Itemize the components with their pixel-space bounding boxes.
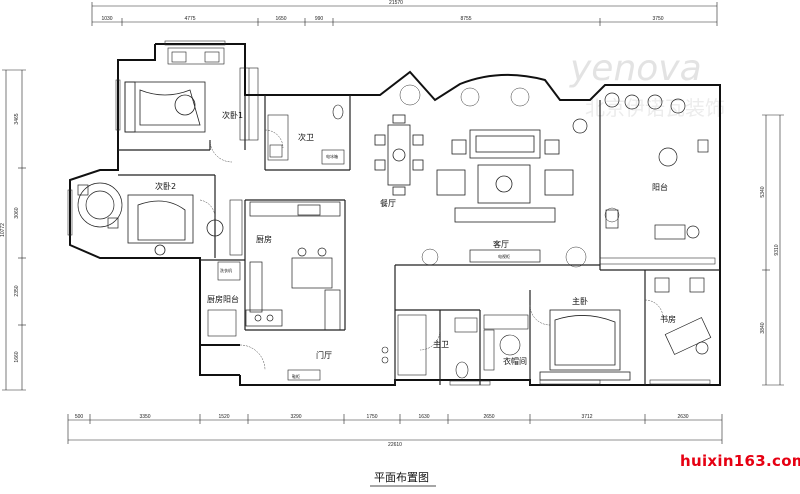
room-label-bedroom-2: 次卧2 (155, 181, 176, 191)
tv-cabinet (469, 249, 541, 263)
label-tv-cabinet: 电视柜 (498, 253, 510, 259)
wardrobe-bedroom-1 (239, 67, 259, 141)
plants (399, 84, 620, 268)
dim-top-3: 1650 (275, 16, 286, 22)
kitchen-counter (245, 201, 341, 331)
watermark: yenova 北京伊诺瓦装饰 (569, 48, 725, 120)
dim-right-1: 5340 (760, 186, 766, 197)
balcony-furniture (572, 92, 709, 240)
dim-left-3: 2350 (14, 285, 20, 296)
top-dimensions (91, 2, 718, 26)
dining-table (374, 114, 424, 196)
doors (199, 129, 664, 371)
dim-bottom-4: 3290 (290, 414, 301, 420)
room-label-balcony: 阳台 (652, 182, 668, 192)
dim-top-2: 4775 (184, 16, 195, 22)
room-label-kitchen-balcony: 厨房阳台 (207, 294, 239, 304)
watermark-brand: yenova (569, 48, 702, 89)
fixtures-master-bath (381, 314, 478, 379)
dim-bottom-2: 3350 (139, 414, 150, 420)
dim-top-6: 3750 (652, 16, 663, 22)
room-label-kitchen: 厨房 (256, 234, 272, 244)
fixtures-bath-2 (267, 104, 345, 165)
sofa-set (436, 129, 574, 223)
shoe-cabinet (287, 369, 321, 381)
dim-bottom-9: 2630 (677, 414, 688, 420)
room-label-study: 书房 (660, 314, 676, 324)
dim-top-total: 21570 (389, 0, 403, 6)
dim-bottom-1: 500 (75, 414, 84, 420)
right-dimensions (762, 114, 784, 386)
site-watermark: huixin163.com (680, 452, 800, 470)
wardrobe-bedroom-2 (229, 199, 243, 256)
label-cabinet: 电冰箱 (326, 153, 338, 159)
bed-bedroom-1 (124, 81, 206, 133)
room-label-foyer: 门厅 (316, 350, 332, 360)
dim-left-total: 10772 (0, 223, 6, 237)
room-label-bath-2: 次卫 (298, 132, 314, 142)
dim-left-1: 3465 (14, 113, 20, 124)
bed-bedroom-2 (127, 194, 224, 256)
interior-walls (118, 95, 720, 385)
room-label-dining: 餐厅 (380, 199, 396, 208)
bed-master (539, 309, 631, 381)
room-label-master: 主卧 (572, 296, 588, 306)
closet-fixtures (483, 314, 529, 371)
dim-top-1: 1030 (101, 16, 112, 22)
dim-top-4: 990 (315, 16, 324, 22)
bottom-dimensions (67, 414, 723, 444)
room-label-closet: 衣帽间 (503, 356, 527, 366)
dim-bottom-3: 1520 (218, 414, 229, 420)
watermark-cn: 北京伊诺瓦装饰 (585, 96, 725, 120)
desk-bedroom-1 (167, 47, 225, 65)
exterior-walls (69, 43, 721, 386)
label-washer: 洗衣机 (220, 267, 232, 273)
room-label-bedroom-1: 次卧1 (222, 110, 243, 120)
room-label-master-bath: 主卫 (433, 339, 449, 349)
dim-bottom-8: 3712 (581, 414, 592, 420)
kitchen-balcony-appliances (207, 261, 241, 337)
dim-right-2: 3840 (760, 322, 766, 333)
dim-left-4: 1660 (14, 351, 20, 362)
dim-bottom-total: 22610 (388, 442, 402, 448)
dim-top-5: 8755 (460, 16, 471, 22)
left-dimensions (2, 69, 26, 391)
study-furniture (654, 277, 712, 355)
dim-bottom-5: 1750 (366, 414, 377, 420)
dim-bottom-6: 1630 (418, 414, 429, 420)
dim-left-2: 3060 (14, 207, 20, 218)
room-label-living: 客厅 (493, 239, 509, 249)
dim-right-total: 9310 (774, 244, 780, 255)
dim-bottom-7: 2650 (483, 414, 494, 420)
plan-title: 平面布置图 (374, 471, 429, 484)
round-table-bedroom-2 (77, 182, 123, 229)
label-shoe-cabinet: 鞋柜 (292, 373, 300, 379)
